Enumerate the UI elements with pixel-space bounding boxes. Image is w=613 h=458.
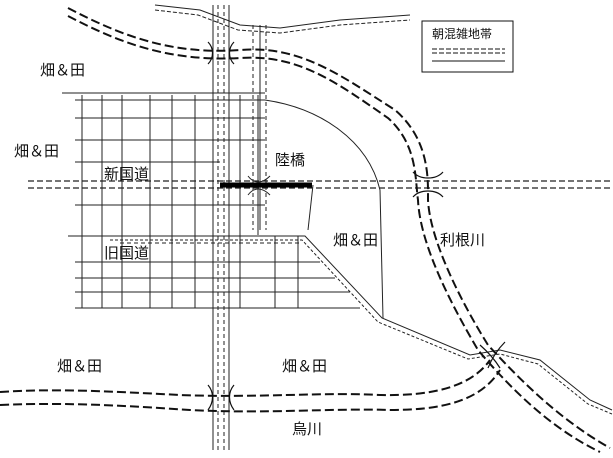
top-road: [154, 4, 411, 34]
north-south-road: [212, 5, 230, 450]
new-national-road: [28, 180, 612, 189]
tone-river-label: 利根川: [440, 231, 485, 249]
karasu-river-label: 烏川: [292, 420, 322, 438]
karasu-river: [0, 359, 501, 413]
new-road-label: 新国道: [104, 165, 149, 183]
bridge-marks: [207, 41, 506, 411]
legend-symbol: [432, 48, 505, 62]
old-road-label: 旧国道: [104, 244, 149, 262]
street-grid: [62, 92, 360, 309]
field-label-1: 畑＆田: [40, 61, 85, 79]
old-national-road: [110, 235, 613, 415]
field-label-2: 畑＆田: [14, 142, 59, 160]
field-label-3: 畑＆田: [333, 231, 378, 249]
overpass-label: 陸橋: [275, 151, 305, 169]
field-label-4: 畑＆田: [57, 357, 102, 375]
local-road-curve: [264, 99, 384, 319]
field-label-5: 畑＆田: [282, 357, 327, 375]
legend-title: 朝混雑地帯: [432, 26, 492, 41]
tone-river: [67, 7, 611, 453]
legend: 朝混雑地帯: [421, 20, 514, 73]
overpass-approach-road: [247, 25, 271, 230]
